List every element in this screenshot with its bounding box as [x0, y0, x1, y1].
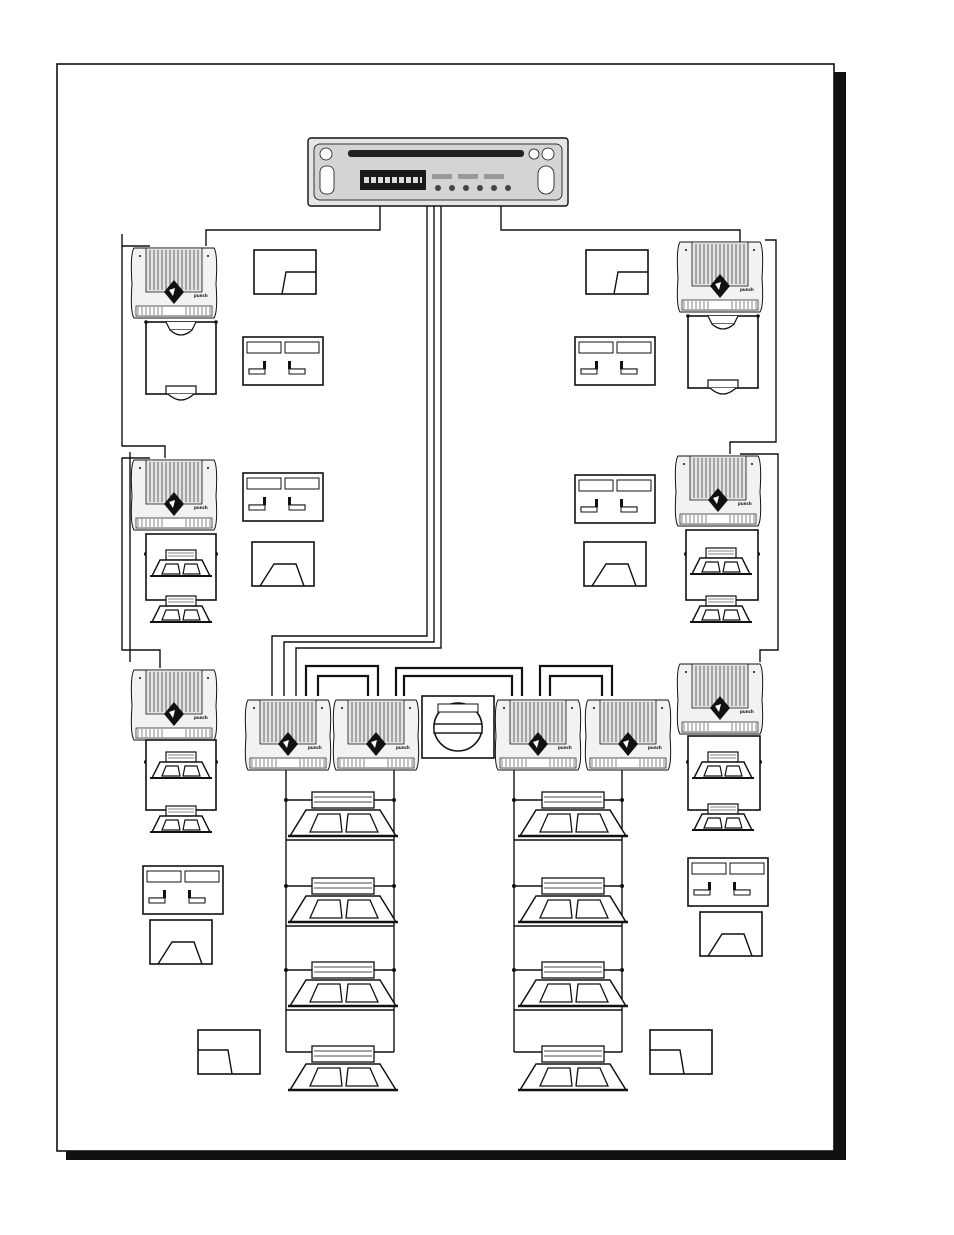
- bass-processor-module[interactable]: [422, 696, 494, 758]
- switch-settings-icon: [575, 337, 655, 385]
- switch-settings-icon: [243, 473, 323, 521]
- amp-left-2[interactable]: [131, 460, 216, 530]
- amp-bottom-4[interactable]: [585, 700, 670, 770]
- band-pass-icon: [252, 542, 314, 586]
- amp-bottom-3[interactable]: [495, 700, 580, 770]
- amp-left-1[interactable]: [131, 248, 216, 318]
- tweeter-pair-left: [144, 320, 218, 400]
- band-pass-icon: [700, 912, 762, 956]
- low-pass-icon: [650, 1030, 712, 1074]
- amp-bottom-2[interactable]: [333, 700, 418, 770]
- tweeter-pair-right: [686, 314, 760, 394]
- amp-bottom-1[interactable]: [245, 700, 330, 770]
- amp-left-3[interactable]: [131, 670, 216, 740]
- high-pass-icon: [254, 250, 316, 294]
- amp-right-2[interactable]: [675, 456, 760, 526]
- switch-settings-icon: [575, 475, 655, 523]
- amp-right-1[interactable]: [677, 242, 762, 312]
- band-pass-icon: [150, 920, 212, 964]
- switch-settings-icon: [688, 858, 768, 906]
- band-pass-icon: [584, 542, 646, 586]
- amp-right-3[interactable]: [677, 664, 762, 734]
- low-pass-icon: [198, 1030, 260, 1074]
- head-unit[interactable]: [308, 138, 568, 206]
- switch-settings-icon: [243, 337, 323, 385]
- high-pass-icon: [586, 250, 648, 294]
- switch-settings-icon: [143, 866, 223, 914]
